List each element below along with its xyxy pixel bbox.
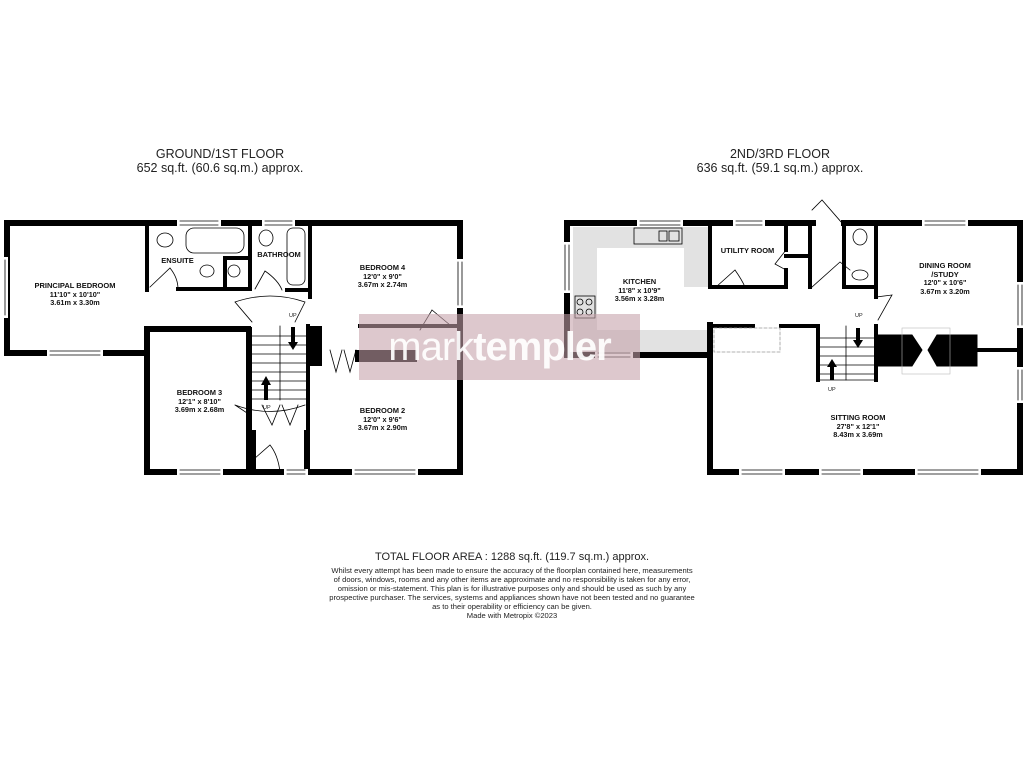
room-imperial: 12'0" x 9'6" xyxy=(363,414,402,424)
room-imperial: 12'0" x 9'0" xyxy=(363,271,402,281)
room-metric: 3.61m x 3.30m xyxy=(50,298,100,307)
room-name: BEDROOM 3 xyxy=(176,388,223,397)
room-name: PRINCIPAL BEDROOM xyxy=(34,281,116,290)
room-name: UTILITY ROOM xyxy=(720,246,775,255)
room-imperial: 11'10" x 10'10" xyxy=(49,289,101,299)
room-dining-study: DINING ROOM /STUDY 12'0" x 10'6" 3.67m x… xyxy=(905,261,985,296)
watermark-part1: mark xyxy=(388,324,474,369)
room-imperial: 27'8" x 12'1" xyxy=(836,421,880,431)
disclaimer-line: omission or mis-statement. This plan is … xyxy=(337,584,687,593)
room-ensuite: ENSUITE xyxy=(155,256,200,266)
disclaimer-line: Whilst every attempt has been made to en… xyxy=(331,566,693,575)
stair-up-label: UP xyxy=(828,387,836,393)
room-metric: 3.67m x 3.20m xyxy=(920,286,970,296)
floor-name: 2ND/3RD FLOOR xyxy=(729,147,831,161)
room-bedroom-4: BEDROOM 4 12'0" x 9'0" 3.67m x 2.74m xyxy=(345,263,420,290)
room-utility: UTILITY ROOM xyxy=(715,246,780,256)
room-bedroom-2: BEDROOM 2 12'0" x 9'6" 3.67m x 2.90m xyxy=(345,406,420,433)
room-metric: 8.43m x 3.69m xyxy=(833,430,883,439)
floor-name: GROUND/1ST FLOOR xyxy=(155,147,285,161)
disclaimer: Whilst every attempt has been made to en… xyxy=(300,566,724,620)
total-floor-area: TOTAL FLOOR AREA : 1288 sq.ft. (119.7 sq… xyxy=(374,551,650,563)
floorplan-footer: TOTAL FLOOR AREA : 1288 sq.ft. (119.7 sq… xyxy=(300,551,724,620)
disclaimer-line: prospective purchaser. The services, sys… xyxy=(329,593,695,602)
room-metric: 3.67m x 2.90m xyxy=(357,423,408,432)
room-name: SITTING ROOM xyxy=(830,413,886,422)
room-metric: 3.56m x 3.28m xyxy=(614,294,665,303)
room-name: KITCHEN xyxy=(622,277,657,286)
room-name: ENSUITE xyxy=(161,256,194,265)
stair-up-label: UP xyxy=(855,313,863,319)
room-kitchen: KITCHEN 11'8" x 10'9" 3.56m x 3.28m xyxy=(602,277,677,304)
room-imperial: 11'8" x 10'9" xyxy=(618,285,661,295)
room-metric: 3.69m x 2.68m xyxy=(174,405,225,414)
room-name: DINING ROOM xyxy=(919,261,971,270)
ground-1st-floor-plan xyxy=(2,220,463,475)
room-imperial: 12'1" x 8'10" xyxy=(178,396,221,406)
room-imperial: 12'0" x 10'6" xyxy=(923,278,967,287)
floor-title-ground-1st: GROUND/1ST FLOOR 652 sq.ft. (60.6 sq.m.)… xyxy=(120,147,320,175)
room-metric: 3.67m x 2.74m xyxy=(357,280,408,289)
floor-title-2nd-3rd: 2ND/3RD FLOOR 636 sq.ft. (59.1 sq.m.) ap… xyxy=(680,147,880,175)
metropix-credit: Made with Metropix ©2023 xyxy=(466,611,558,620)
stair-up-label: UP xyxy=(289,313,297,319)
room-sitting: SITTING ROOM 27'8" x 12'1" 8.43m x 3.69m xyxy=(818,413,898,440)
disclaimer-line: of doors, windows, rooms and any other i… xyxy=(333,575,691,584)
room-bedroom-3: BEDROOM 3 12'1" x 8'10" 3.69m x 2.68m xyxy=(162,388,237,415)
room-name: BEDROOM 2 xyxy=(359,406,406,415)
room-name: BATHROOM xyxy=(257,250,301,259)
room-name: BEDROOM 4 xyxy=(359,263,406,272)
floor-area: 636 sq.ft. (59.1 sq.m.) approx. xyxy=(696,161,864,175)
room-name-line2: /STUDY xyxy=(931,269,959,279)
2nd-3rd-floor-plan xyxy=(564,199,1023,475)
room-bathroom: BATHROOM xyxy=(253,250,305,260)
floor-area: 652 sq.ft. (60.6 sq.m.) approx. xyxy=(136,161,304,175)
stair-up-label: UP xyxy=(263,405,271,411)
disclaimer-line: as to their operability or efficiency ca… xyxy=(432,602,592,611)
room-principal-bedroom: PRINCIPAL BEDROOM 11'10" x 10'10" 3.61m … xyxy=(25,281,125,308)
watermark-part2: templer xyxy=(473,324,611,369)
